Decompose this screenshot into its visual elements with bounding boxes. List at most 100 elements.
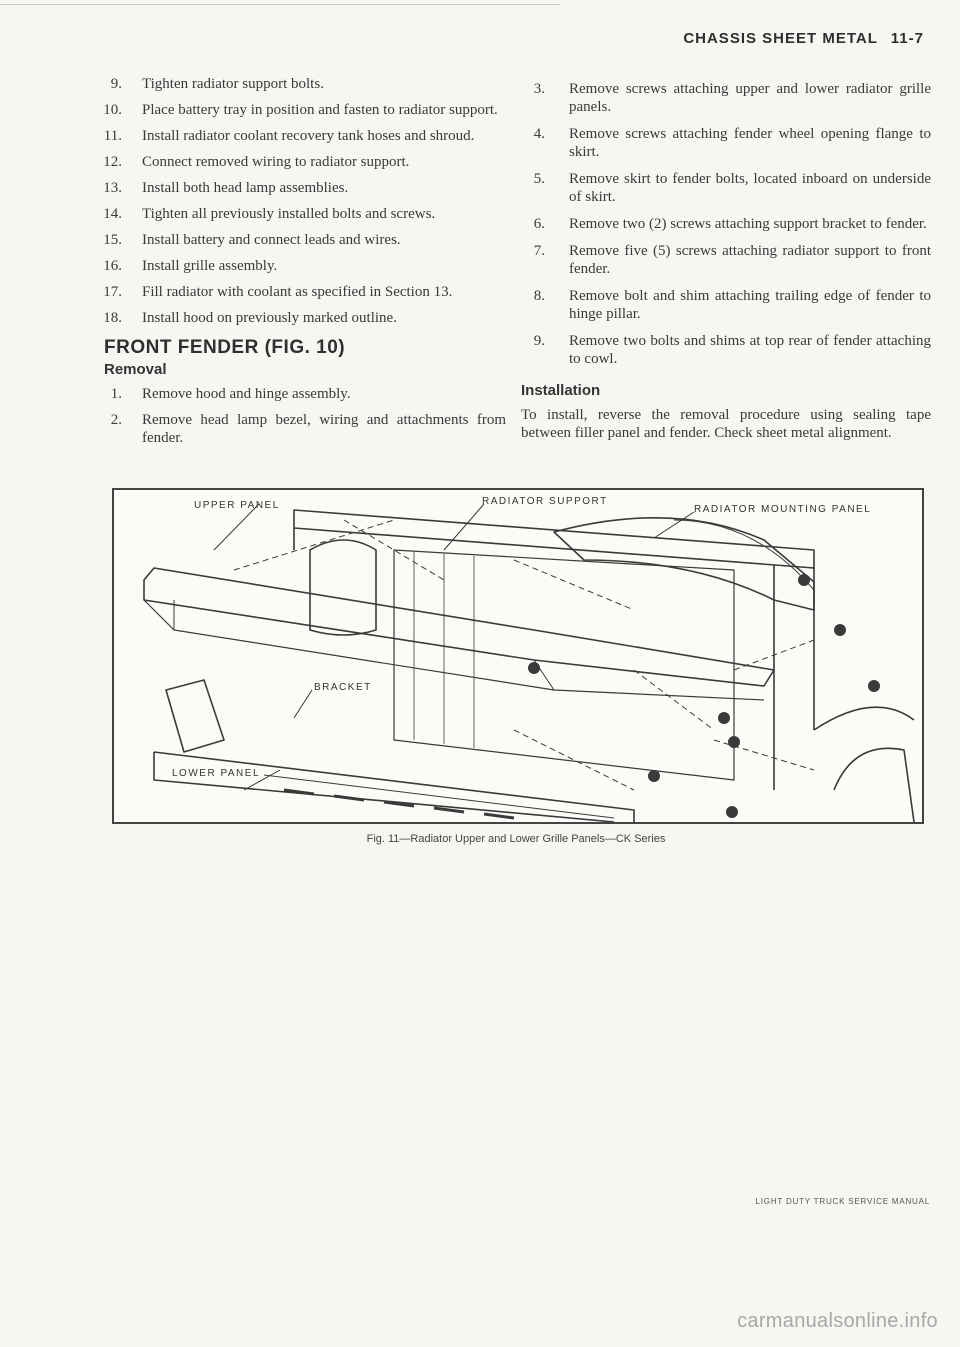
label-upper-panel: UPPER PANEL [194, 500, 280, 511]
bolt-icon [728, 736, 740, 748]
removal-title: Removal [104, 361, 167, 378]
step-text: Remove head lamp bezel, wiring and attac… [142, 412, 506, 446]
footer-manual-title: LIGHT DUTY TRUCK SERVICE MANUAL [755, 1197, 930, 1206]
left-column: 9. Tighten radiator support bolts. 10. Pla… [86, 75, 506, 455]
step-number: 14. [103, 206, 122, 222]
page-number: 11-7 [890, 30, 924, 47]
list-item: 10. Place battery tray in position and fa… [86, 101, 506, 119]
step-text: Install battery and connect leads and wi… [142, 232, 401, 248]
page-header: CHASSIS SHEET METAL 11-7 [683, 30, 924, 47]
label-lower-panel: LOWER PANEL [172, 768, 260, 779]
step-text: Install grille assembly. [142, 258, 278, 274]
step-number: 12. [103, 154, 122, 170]
list-item: 13. Install both head lamp assemblies. [86, 179, 506, 197]
bolt-icon [718, 712, 730, 724]
figure-illustration: UPPER PANEL RADIATOR SUPPORT RADIATOR MO… [112, 488, 924, 824]
step-number: 4. [533, 126, 545, 142]
label-radiator-support: RADIATOR SUPPORT [482, 496, 608, 507]
list-item: 9. Tighten radiator support bolts. [86, 75, 506, 93]
step-text: Remove screws attaching fender wheel ope… [569, 126, 931, 160]
list-item: 7. Remove five (5) screws attaching radia… [505, 242, 931, 278]
step-text: Remove bolt and shim attaching trailing … [569, 288, 931, 322]
list-item: 1. Remove hood and hinge assembly. [86, 385, 506, 403]
removal-step-list: 1. Remove hood and hinge assembly. 2. Remo… [86, 385, 506, 447]
step-number: 6. [533, 216, 545, 232]
radiator-mounting-panel [553, 517, 815, 611]
step-text: Install radiator coolant recovery tank h… [142, 128, 475, 144]
drawing-lines [143, 509, 915, 822]
step-text: Remove two bolts and shims at top rear o… [569, 333, 931, 367]
step-number: 9. [533, 333, 545, 349]
step-text: Fill radiator with coolant as specified … [142, 284, 453, 300]
bolt-icon [868, 680, 880, 692]
list-item: 12. Connect removed wiring to radiator su… [86, 153, 506, 171]
bolts [528, 574, 880, 818]
list-item: 11. Install radiator coolant recovery tan… [86, 127, 506, 145]
list-item: 15. Install battery and connect leads and… [86, 231, 506, 249]
step-number: 5. [533, 171, 545, 187]
grille-slots [283, 788, 515, 820]
step-text: Remove five (5) screws attaching radiato… [569, 243, 931, 277]
upper-panel [143, 567, 775, 687]
step-text: Connect removed wiring to radiator suppo… [142, 154, 410, 170]
bolt-icon [834, 624, 846, 636]
step-text: Remove hood and hinge assembly. [142, 386, 351, 402]
step-number: 3. [533, 81, 545, 97]
step-number: 16. [103, 258, 122, 274]
list-item: 4. Remove screws attaching fender wheel o… [505, 125, 931, 161]
alignment-lines [233, 519, 815, 791]
figure-caption: Fig. 11—Radiator Upper and Lower Grille … [366, 833, 666, 845]
section-title: FRONT FENDER (FIG. 10) [104, 337, 346, 358]
leader-lines [213, 503, 695, 791]
watermark: carmanualsonline.info [737, 1310, 938, 1332]
step-number: 2. [110, 412, 122, 428]
right-step-list: 3. Remove screws attaching upper and lowe… [505, 80, 931, 368]
step-text: Place battery tray in position and faste… [142, 102, 498, 118]
header-title: CHASSIS SHEET METAL [683, 30, 878, 47]
step-number: 13. [103, 180, 122, 196]
bolt-icon [798, 574, 810, 586]
step-text: Install both head lamp assemblies. [142, 180, 349, 196]
step-number: 17. [103, 284, 122, 300]
bolt-icon [528, 662, 540, 674]
step-text: Tighten radiator support bolts. [142, 76, 324, 92]
step-text: Remove two (2) screws attaching support … [569, 216, 927, 232]
label-radiator-mounting-panel: RADIATOR MOUNTING PANEL [694, 504, 871, 515]
step-number: 15. [103, 232, 122, 248]
radiator-grille-diagram: UPPER PANEL RADIATOR SUPPORT RADIATOR MO… [143, 496, 915, 822]
coolant-tank [309, 539, 377, 636]
right-column: 3. Remove screws attaching upper and lowe… [505, 80, 931, 442]
list-item: 3. Remove screws attaching upper and lowe… [505, 80, 931, 116]
step-number: 11. [103, 128, 122, 144]
label-bracket: BRACKET [314, 682, 372, 693]
list-item: 8. Remove bolt and shim attaching trailin… [505, 287, 931, 323]
list-item: 17. Fill radiator with coolant as specifi… [86, 283, 506, 301]
step-number: 7. [533, 243, 545, 259]
list-item: 16. Install grille assembly. [86, 257, 506, 275]
fender-structure [813, 706, 915, 822]
step-number: 10. [103, 102, 122, 118]
step-number: 18. [103, 310, 122, 326]
step-number: 9. [110, 76, 122, 92]
installation-text: To install, reverse the removal procedur… [521, 407, 931, 441]
list-item: 18. Install hood on previously marked out… [86, 309, 506, 327]
step-number: 8. [533, 288, 545, 304]
step-text: Install hood on previously marked outlin… [142, 310, 397, 326]
left-step-list: 9. Tighten radiator support bolts. 10. Pla… [86, 75, 506, 327]
bolt-icon [648, 770, 660, 782]
list-item: 9. Remove two bolts and shims at top rear… [505, 332, 931, 368]
list-item: 6. Remove two (2) screws attaching suppor… [505, 215, 931, 233]
installation-title: Installation [521, 382, 601, 399]
lower-panel [153, 751, 635, 822]
bracket [165, 679, 225, 753]
step-text: Remove screws attaching upper and lower … [569, 81, 931, 115]
top-rule [0, 4, 560, 5]
list-item: 2. Remove head lamp bezel, wiring and att… [86, 411, 506, 447]
list-item: 5. Remove skirt to fender bolts, located … [505, 170, 931, 206]
step-text: Remove skirt to fender bolts, located in… [569, 171, 931, 205]
step-text: Tighten all previously installed bolts a… [142, 206, 436, 222]
list-item: 14. Tighten all previously installed bolt… [86, 205, 506, 223]
radiator-core [393, 549, 735, 781]
step-number: 1. [110, 386, 122, 402]
bolt-icon [726, 806, 738, 818]
